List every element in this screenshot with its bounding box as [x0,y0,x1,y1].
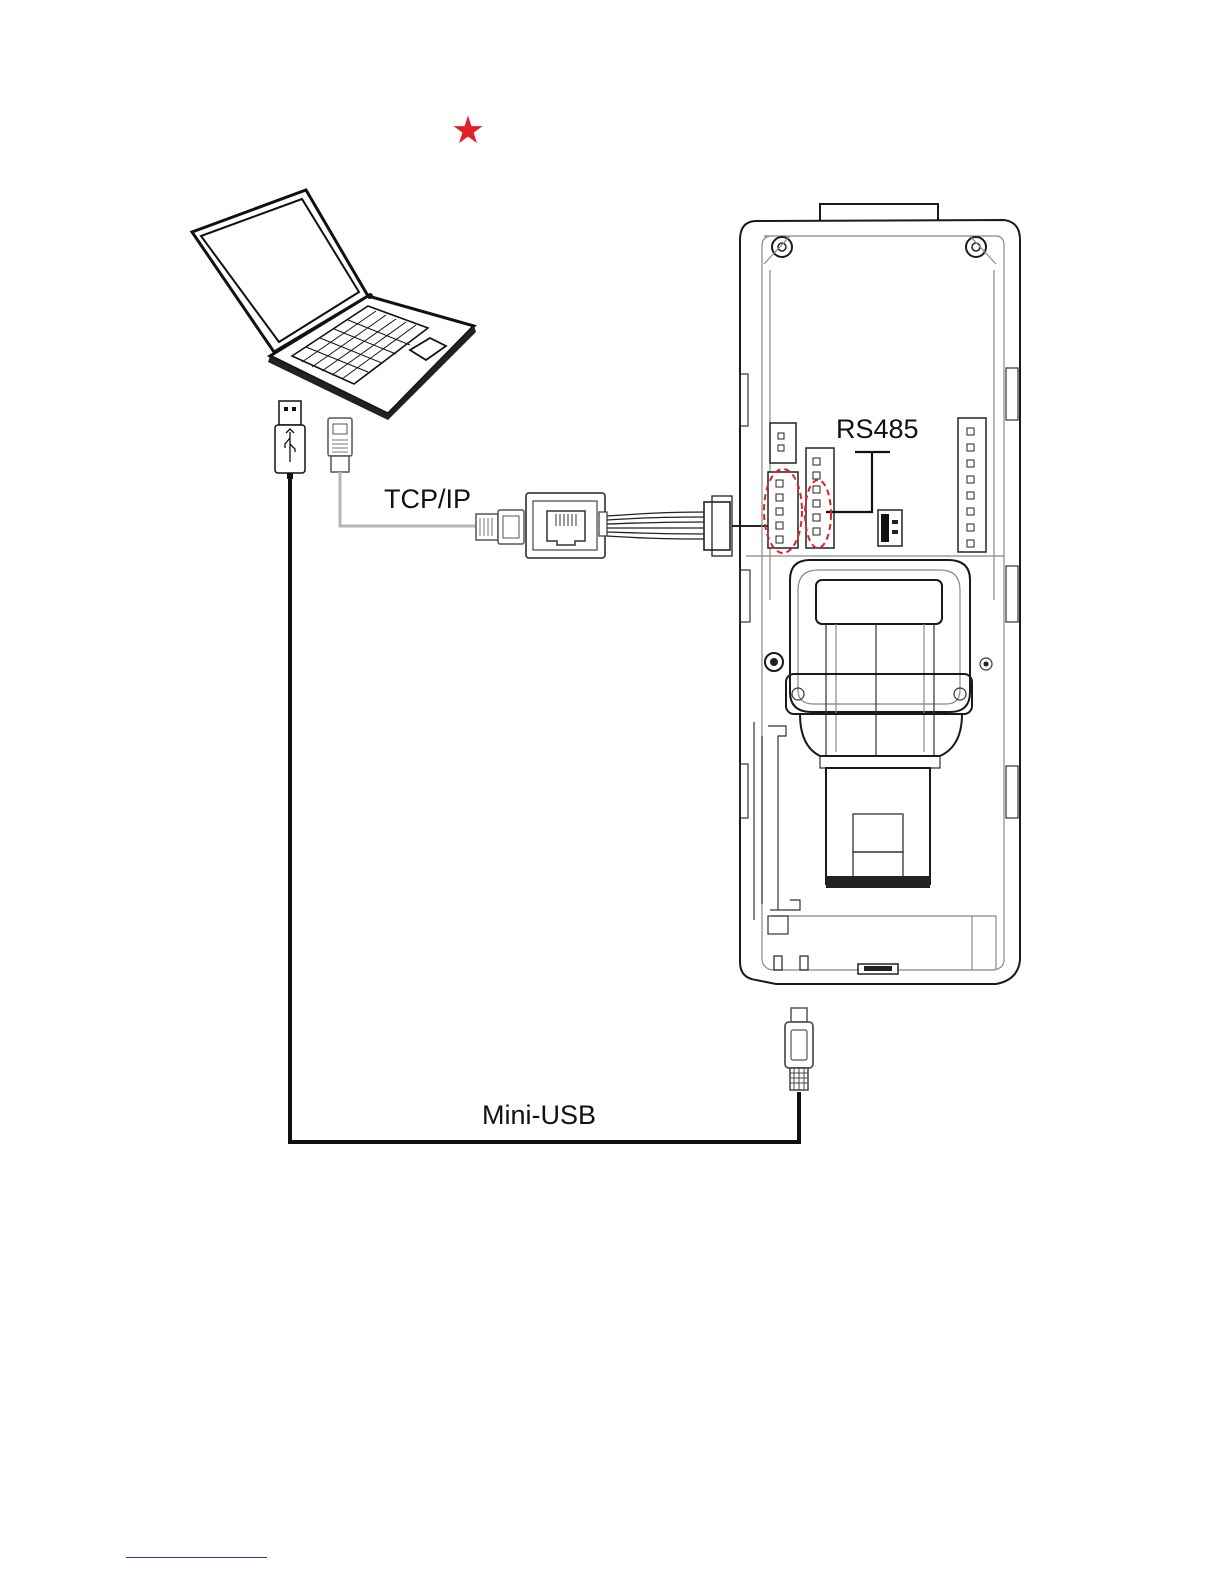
device-back-panel [740,204,1020,984]
mini-usb-plug-icon [785,1008,813,1090]
rj45-plug-icon [328,418,352,472]
footnote-rule [126,1557,267,1558]
wire-connector [704,496,770,556]
rs485-label: RS485 [836,414,919,444]
laptop-icon [192,190,476,420]
tcpip-label: TCP/IP [384,484,471,514]
usb-a-plug-icon [275,401,305,479]
wire-bundle [607,512,706,539]
mini-usb-label: Mini-USB [482,1100,596,1130]
star-icon: ★ [451,108,485,152]
usb-cable [290,479,799,1142]
rj45-jack-adapter [526,493,607,558]
rj45-plug-horizontal-icon [476,510,524,544]
